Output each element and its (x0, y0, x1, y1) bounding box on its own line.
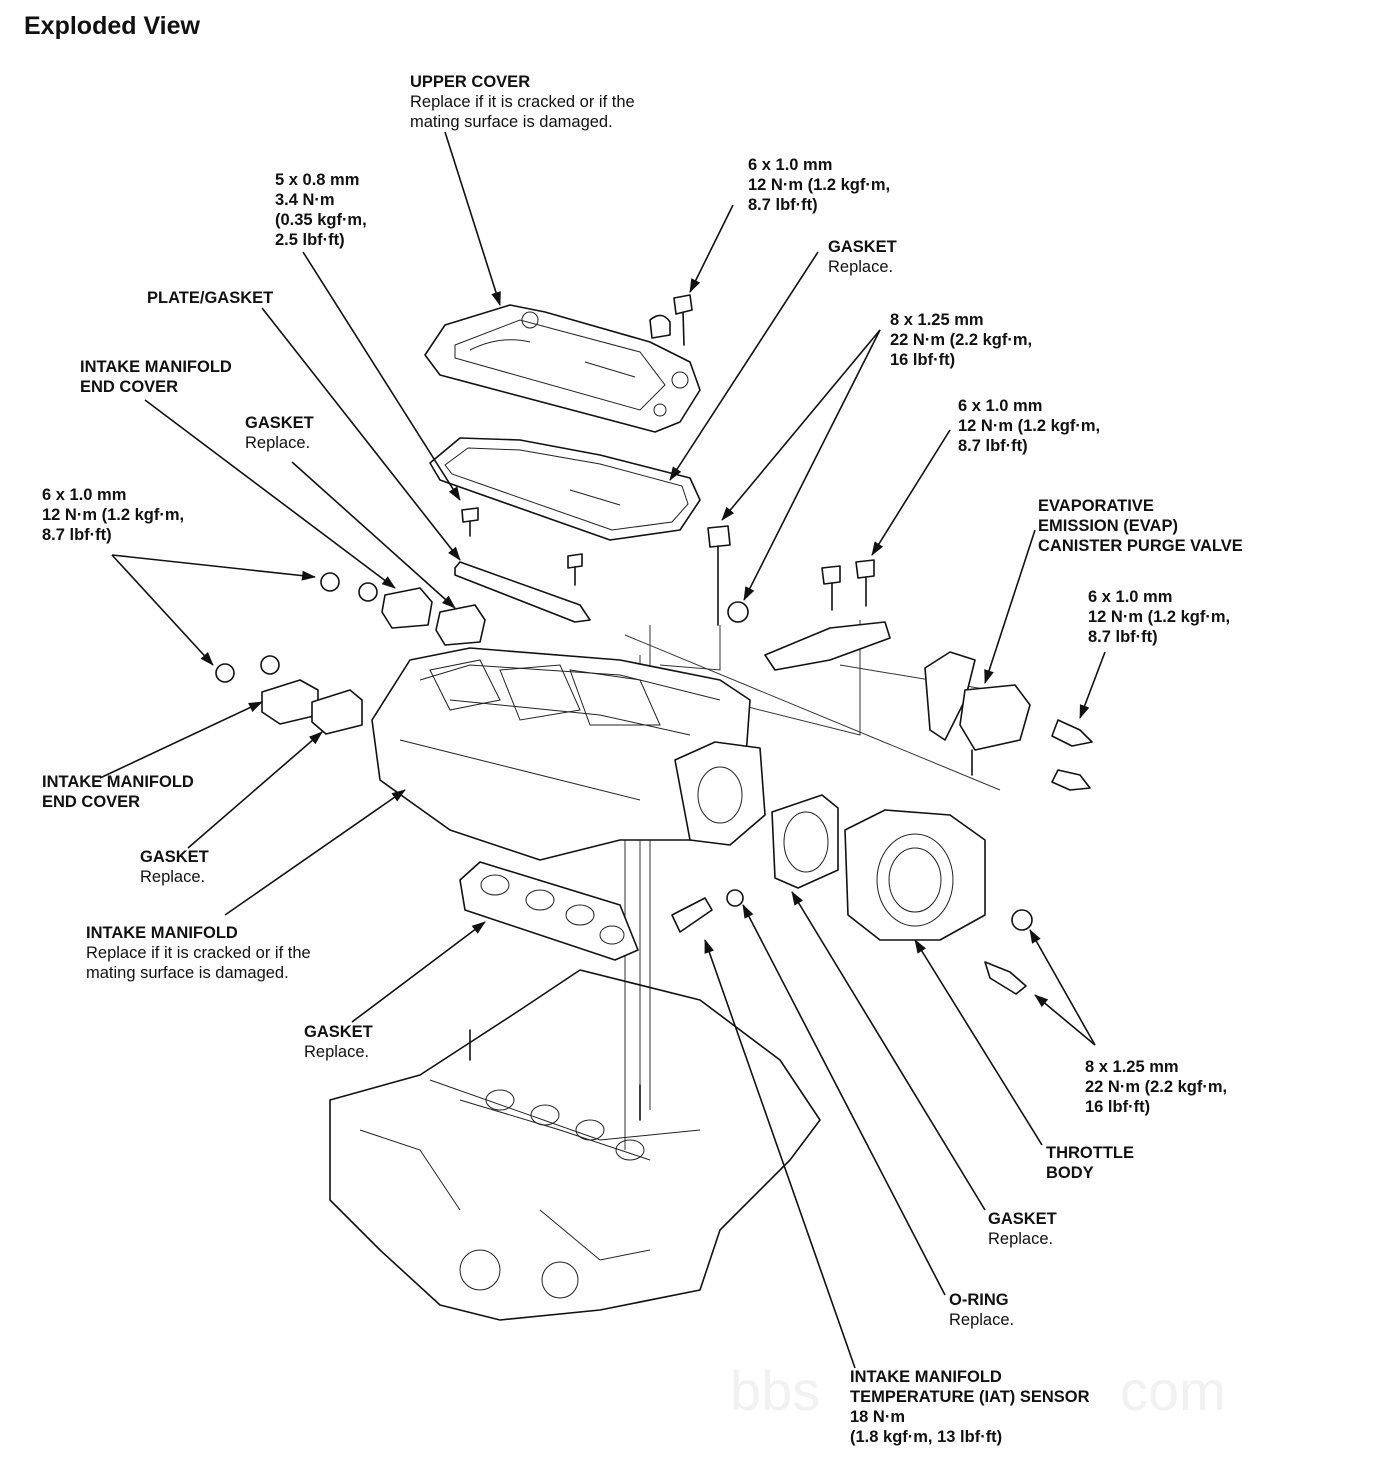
callout-spec: 6 x 1.0 mm (958, 397, 1043, 415)
end-covers (261, 587, 486, 735)
callout-spec: 16 lbf·ft) (1085, 1098, 1151, 1116)
callout-evap: EVAPORATIVE EMISSION (EVAP) CANISTER PUR… (1038, 496, 1243, 556)
leader-lines (99, 131, 1106, 1369)
callout-gasket-lower: GASKET Replace. (304, 1022, 373, 1062)
intake-manifold-body (371, 647, 751, 861)
callout-title: UPPER COVER (410, 73, 531, 91)
callout-note: Replace if it is cracked or if the (410, 93, 635, 111)
fasteners (215, 294, 1093, 995)
svg-text:com: com (1120, 1359, 1226, 1422)
callout-title: GASKET (988, 1210, 1057, 1228)
callout-title-line: TEMPERATURE (IAT) SENSOR (850, 1388, 1090, 1406)
callout-spec: 6 x 1.0 mm (1088, 588, 1173, 606)
callout-spec: 18 N·m (850, 1408, 906, 1426)
callout-bolt-8x1.25-top: 8 x 1.25 mm 22 N·m (2.2 kgf·m, 16 lbf·ft… (890, 310, 1032, 370)
callout-spec: 3.4 N·m (275, 191, 335, 209)
callout-o-ring: O-RING Replace. (949, 1290, 1014, 1330)
callout-gasket-cover: GASKET Replace. (828, 237, 897, 277)
callout-spec: 8 x 1.25 mm (1085, 1058, 1179, 1076)
callout-spec: 8 x 1.25 mm (890, 311, 984, 329)
upper-cover (424, 304, 701, 433)
callout-spec: 6 x 1.0 mm (748, 156, 833, 174)
callout-bolt-6x1.0-left: 6 x 1.0 mm 12 N·m (1.2 kgf·m, 8.7 lbf·ft… (42, 485, 184, 545)
callout-title: PLATE/GASKET (147, 289, 274, 307)
lower-gasket (459, 861, 639, 961)
callout-title: EVAPORATIVE (1038, 497, 1154, 515)
throttle-assembly (674, 741, 986, 941)
callout-title: GASKET (140, 848, 209, 866)
callout-title-line: BODY (1046, 1164, 1094, 1182)
callout-note: Replace. (140, 868, 206, 886)
callout-title: O-RING (949, 1291, 1009, 1309)
callout-spec: 6 x 1.0 mm (42, 486, 127, 504)
callout-title: INTAKE MANIFOLD (42, 773, 194, 791)
callout-end-cover-bottom: INTAKE MANIFOLD END COVER (42, 772, 194, 812)
callout-note: mating surface is damaged. (86, 964, 289, 982)
callout-upper-cover: UPPER COVER Replace if it is cracked or … (410, 72, 635, 132)
callout-title: INTAKE MANIFOLD (80, 358, 232, 376)
callout-note: Replace. (245, 434, 311, 452)
callout-spec: 8.7 lbf·ft) (1088, 628, 1158, 646)
callout-bolt-5x0.8: 5 x 0.8 mm 3.4 N·m (0.35 kgf·m, 2.5 lbf·… (275, 170, 367, 250)
callout-note: Replace. (304, 1043, 370, 1061)
callout-spec: (1.8 kgf·m, 13 lbf·ft) (850, 1428, 1003, 1446)
callout-gasket-end-top: GASKET Replace. (245, 413, 314, 453)
callout-title: INTAKE MANIFOLD (850, 1368, 1002, 1386)
callout-spec: 22 N·m (2.2 kgf·m, (890, 331, 1033, 349)
callout-spec: 2.5 lbf·ft) (275, 231, 345, 249)
callout-spec: 5 x 0.8 mm (275, 171, 360, 189)
callout-bolt-6x1.0-top: 6 x 1.0 mm 12 N·m (1.2 kgf·m, 8.7 lbf·ft… (748, 155, 890, 215)
callout-title-line: END COVER (80, 378, 179, 396)
callout-spec: (0.35 kgf·m, (275, 211, 367, 229)
page-title: Exploded View (24, 12, 200, 40)
callout-title: GASKET (245, 414, 314, 432)
callout-bolt-6x1.0-right: 6 x 1.0 mm 12 N·m (1.2 kgf·m, 8.7 lbf·ft… (1088, 587, 1230, 647)
evap-assembly (764, 621, 1031, 776)
plate-gasket (454, 561, 591, 623)
callout-title: GASKET (304, 1023, 373, 1041)
callout-gasket-throttle: GASKET Replace. (988, 1209, 1057, 1249)
cover-gasket (429, 437, 701, 541)
callout-gasket-end-bottom: GASKET Replace. (140, 847, 209, 887)
callout-spec: 22 N·m (2.2 kgf·m, (1085, 1078, 1228, 1096)
callout-bolt-8x1.25-bottom: 8 x 1.25 mm 22 N·m (2.2 kgf·m, 16 lbf·ft… (1085, 1057, 1227, 1117)
iat-sensor-part (671, 889, 744, 933)
callout-intake-manifold: INTAKE MANIFOLD Replace if it is cracked… (86, 923, 311, 983)
engine-block (329, 969, 821, 1321)
callout-spec: 8.7 lbf·ft) (42, 526, 112, 544)
callout-end-cover-top: INTAKE MANIFOLD END COVER (80, 357, 232, 397)
callout-title-line: CANISTER PURGE VALVE (1038, 537, 1243, 555)
svg-text:bbs: bbs (730, 1359, 820, 1422)
callout-spec: 8.7 lbf·ft) (748, 196, 818, 214)
callout-title-line: EMISSION (EVAP) (1038, 517, 1178, 535)
callout-spec: 12 N·m (1.2 kgf·m, (958, 417, 1101, 435)
callout-title: THROTTLE (1046, 1144, 1134, 1162)
callout-throttle-body: THROTTLE BODY (1046, 1143, 1134, 1183)
callout-note: Replace if it is cracked or if the (86, 944, 311, 962)
callout-note: Replace. (988, 1230, 1054, 1248)
callout-spec: 12 N·m (1.2 kgf·m, (1088, 608, 1231, 626)
callout-spec: 12 N·m (1.2 kgf·m, (748, 176, 891, 194)
callout-note: Replace. (949, 1311, 1015, 1329)
callout-title: GASKET (828, 238, 897, 256)
callout-title-line: END COVER (42, 793, 141, 811)
callout-spec: 12 N·m (1.2 kgf·m, (42, 506, 185, 524)
callout-note: Replace. (828, 258, 894, 276)
callout-bolt-6x1.0-mid: 6 x 1.0 mm 12 N·m (1.2 kgf·m, 8.7 lbf·ft… (958, 396, 1100, 456)
callout-spec: 8.7 lbf·ft) (958, 437, 1028, 455)
callout-iat-sensor: INTAKE MANIFOLD TEMPERATURE (IAT) SENSOR… (850, 1367, 1090, 1447)
callout-note: mating surface is damaged. (410, 113, 613, 131)
callout-title: INTAKE MANIFOLD (86, 924, 238, 942)
callout-spec: 16 lbf·ft) (890, 351, 956, 369)
watermark: bbs com (730, 1359, 1226, 1422)
callout-plate-gasket: PLATE/GASKET (147, 288, 273, 308)
